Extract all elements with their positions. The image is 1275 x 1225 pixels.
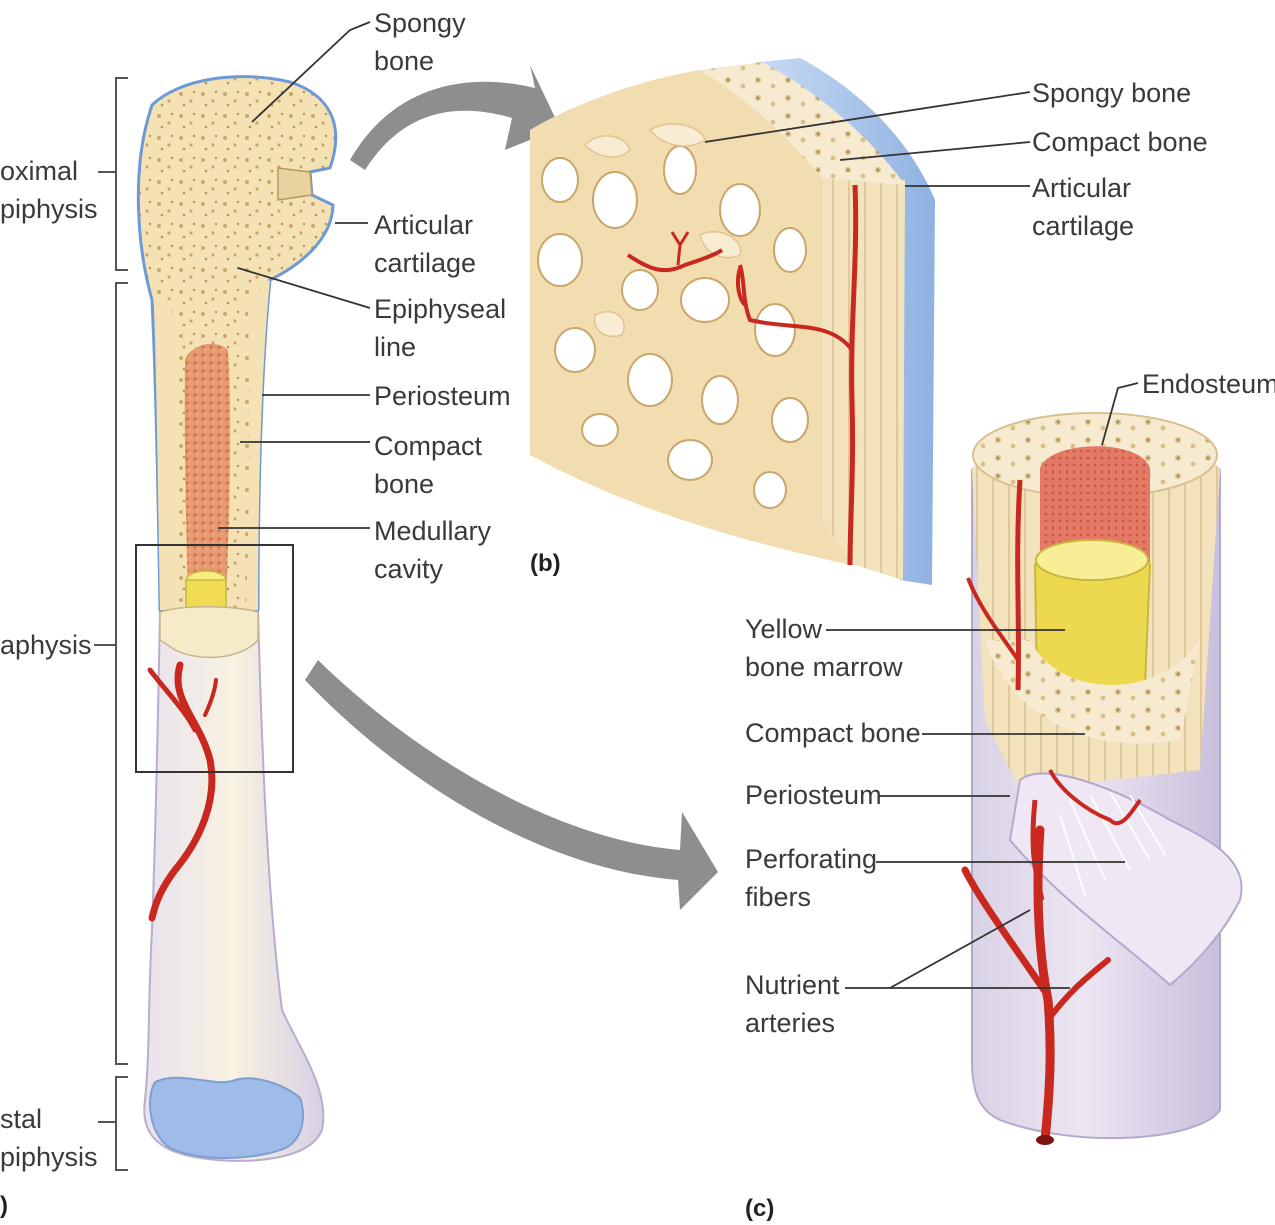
label-c-compact-bone: Compact bone (745, 714, 921, 752)
label-b-articular-cartilage: Articular cartilage (1032, 169, 1134, 245)
label-line: bone marrow (745, 648, 903, 686)
panel-b-tag: (b) (530, 550, 561, 578)
label-line: arteries (745, 1004, 840, 1042)
label-c-yellow-marrow: Yellow bone marrow (745, 610, 903, 686)
label-a-spongy-bone: Spongy bone (374, 4, 466, 80)
region-brackets (94, 78, 128, 1170)
label-c-nutrient-arteries: Nutrient arteries (745, 966, 840, 1042)
label-line: stal (0, 1100, 98, 1138)
label-line: Spongy (374, 4, 466, 42)
label-line: piphysis (0, 1138, 98, 1176)
label-line: Compact bone (1032, 123, 1208, 161)
label-line: cartilage (374, 244, 476, 282)
label-a-medullary-cavity: Medullary cavity (374, 512, 491, 588)
shaft-section (965, 413, 1242, 1145)
label-line: Yellow (745, 610, 903, 648)
label-line: Nutrient (745, 966, 840, 1004)
label-line: aphysis (0, 626, 92, 664)
label-b-compact-bone: Compact bone (1032, 123, 1208, 161)
label-a-articular-cartilage: Articular cartilage (374, 206, 476, 282)
label-line: bone (374, 465, 482, 503)
label-line: Medullary (374, 512, 491, 550)
label-line: Articular (1032, 169, 1134, 207)
label-line: line (374, 328, 506, 366)
panel-c-tag: (c) (745, 1195, 774, 1223)
label-line: Compact (374, 427, 482, 465)
label-a-epiphyseal-line: Epiphyseal line (374, 290, 506, 366)
label-line: oximal (0, 152, 98, 190)
long-bone-illustration (136, 77, 336, 1161)
label-proximal-epiphysis: oximal piphysis (0, 152, 98, 228)
label-line: Compact bone (745, 714, 921, 752)
label-a-periosteum: Periosteum (374, 377, 511, 415)
label-b-spongy-bone: Spongy bone (1032, 74, 1191, 112)
label-line: piphysis (0, 190, 98, 228)
label-c-endosteum: Endosteum (1142, 365, 1275, 403)
label-line: Articular (374, 206, 476, 244)
label-line: bone (374, 42, 466, 80)
label-c-periosteum: Periosteum (745, 776, 882, 814)
label-line: Perforating (745, 840, 877, 878)
panel-a-tag: ) (0, 1192, 8, 1220)
label-line: Spongy bone (1032, 74, 1191, 112)
label-line: cartilage (1032, 207, 1134, 245)
label-line: Periosteum (374, 377, 511, 415)
label-line: Periosteum (745, 776, 882, 814)
label-diaphysis: aphysis (0, 626, 92, 664)
label-c-perforating-fibers: Perforating fibers (745, 840, 877, 916)
label-line: Epiphyseal (374, 290, 506, 328)
label-line: cavity (374, 550, 491, 588)
label-line: Endosteum (1142, 365, 1275, 403)
label-line: fibers (745, 878, 877, 916)
label-distal-epiphysis: stal piphysis (0, 1100, 98, 1176)
label-a-compact-bone: Compact bone (374, 427, 482, 503)
